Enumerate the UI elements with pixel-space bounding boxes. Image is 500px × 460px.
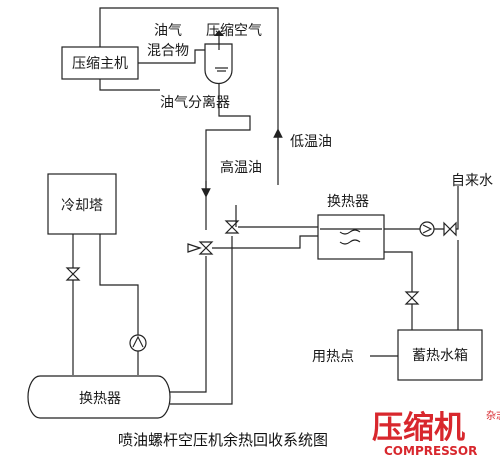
oil-separator-label: 油气分离器 — [160, 94, 230, 111]
compressed-air-label: 压缩空气 — [206, 23, 262, 39]
oil-from-exchanger-line — [170, 236, 233, 405]
three-way-valve-upper-icon — [224, 220, 240, 234]
compressor-main-label: 压缩主机 — [72, 56, 128, 72]
cooling-tower-label: 冷却塔 — [61, 198, 103, 214]
watermark-subtitle: COMPRESSOR — [384, 444, 477, 458]
tap-water-valve-icon — [443, 221, 457, 237]
cooling-supply-line — [99, 234, 139, 375]
three-way-valve-side-icon — [187, 243, 202, 253]
compressed-air-arrow-icon — [214, 30, 224, 36]
shell-heat-exchanger — [27, 375, 171, 419]
low-temp-oil-label: 低温油 — [290, 134, 332, 150]
oil-to-exchanger-line — [170, 256, 207, 393]
oil-gas-label-2: 混合物 — [147, 43, 189, 59]
oil-return-line-top — [99, 7, 279, 185]
oil-to-plate-line — [212, 235, 320, 249]
watermark-brand: 压缩机 — [372, 410, 465, 446]
diagram-caption: 喷油螺杆空压机余热回收系统图 — [118, 431, 328, 449]
oil-gas-line — [138, 49, 205, 64]
storage-tank-label: 蓄热水箱 — [412, 348, 468, 364]
hot-water-to-tank-line — [384, 251, 413, 330]
plate-exchanger-icon — [339, 229, 361, 235]
plate-heat-exchanger-label: 换热器 — [327, 193, 369, 210]
high-temp-oil-line-a — [205, 120, 251, 230]
plate-exchanger-icon-2 — [339, 239, 361, 245]
compressor-bottom-line — [99, 79, 160, 91]
heat-point-label: 用热点 — [312, 349, 354, 365]
tank-gate-valve-icon — [404, 291, 420, 305]
oil-separator-vessel — [204, 43, 233, 85]
tap-water-line — [384, 186, 459, 230]
pump-icon — [129, 334, 147, 352]
watermark-side: 杂志 — [486, 409, 500, 422]
pump-arrow-icon — [132, 335, 144, 348]
compressor-main-box — [61, 46, 139, 80]
oil-gas-label-1: 油气 — [154, 23, 182, 39]
tap-water-label: 自来水 — [451, 173, 493, 189]
gate-valve-icon — [65, 267, 81, 281]
shell-heat-exchanger-label: 换热器 — [79, 390, 121, 407]
cooling-tower-box — [47, 173, 117, 235]
separator-outlet-line — [218, 83, 251, 120]
three-way-valve-icon — [198, 241, 214, 255]
high-temp-oil-label: 高温油 — [220, 159, 262, 176]
water-pump-arrow-icon — [422, 224, 433, 234]
plate-heat-exchanger-box — [317, 214, 385, 260]
storage-tank-box — [397, 329, 483, 381]
